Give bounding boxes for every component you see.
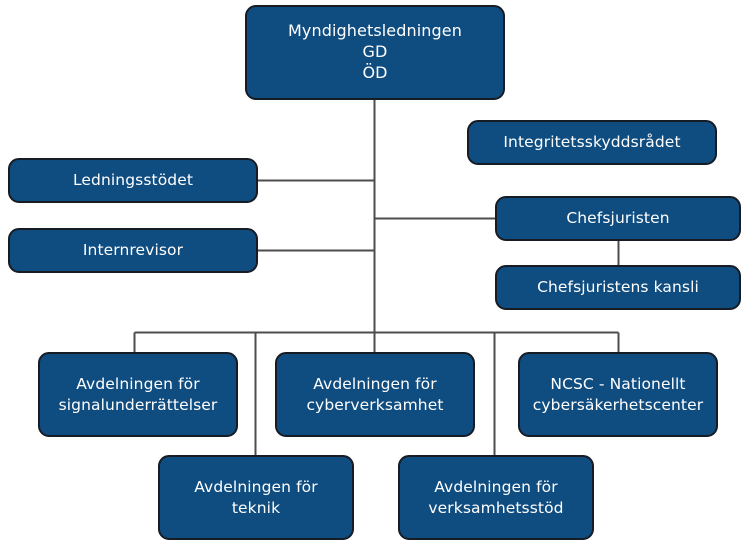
node-label-avdelningen-for-signalunderrattelser: Avdelningen för signalunderrättelser <box>58 375 218 414</box>
node-avdelningen-for-cyberverksamhet[interactable]: Avdelningen för cyberverksamhet <box>275 352 475 437</box>
node-label-ncsc-nationellt-cybersakerhetscenter: NCSC - Nationellt cybersäkerhetscenter <box>532 375 704 414</box>
node-ledningsstodet[interactable]: Ledningsstödet <box>8 158 258 203</box>
node-label-avdelningen-for-teknik: Avdelningen för teknik <box>194 478 318 517</box>
node-internrevisor[interactable]: Internrevisor <box>8 228 258 273</box>
node-myndighetsledningen[interactable]: Myndighetsledningen GD ÖD <box>245 5 505 100</box>
node-avdelningen-for-signalunderrattelser[interactable]: Avdelningen för signalunderrättelser <box>38 352 238 437</box>
node-ncsc-nationellt-cybersakerhetscenter[interactable]: NCSC - Nationellt cybersäkerhetscenter <box>518 352 718 437</box>
node-avdelningen-for-verksamhetsstod[interactable]: Avdelningen för verksamhetsstöd <box>398 455 594 540</box>
node-avdelningen-for-teknik[interactable]: Avdelningen för teknik <box>158 455 354 540</box>
node-chefsjuristen[interactable]: Chefsjuristen <box>495 196 741 241</box>
node-label-avdelningen-for-verksamhetsstod: Avdelningen för verksamhetsstöd <box>428 478 564 517</box>
node-label-ledningsstodet: Ledningsstödet <box>72 171 194 190</box>
node-label-avdelningen-for-cyberverksamhet: Avdelningen för cyberverksamhet <box>306 375 444 414</box>
node-label-chefsjuristen: Chefsjuristen <box>566 209 670 228</box>
node-chefsjuristens-kansli[interactable]: Chefsjuristens kansli <box>495 265 741 310</box>
node-label-chefsjuristens-kansli: Chefsjuristens kansli <box>537 278 699 297</box>
node-label-integritetsskyddsradet: Integritetsskyddsrådet <box>503 133 681 152</box>
node-integritetsskyddsradet[interactable]: Integritetsskyddsrådet <box>467 120 717 165</box>
node-label-internrevisor: Internrevisor <box>82 241 184 260</box>
node-label-myndighetsledningen: Myndighetsledningen GD ÖD <box>288 21 462 82</box>
